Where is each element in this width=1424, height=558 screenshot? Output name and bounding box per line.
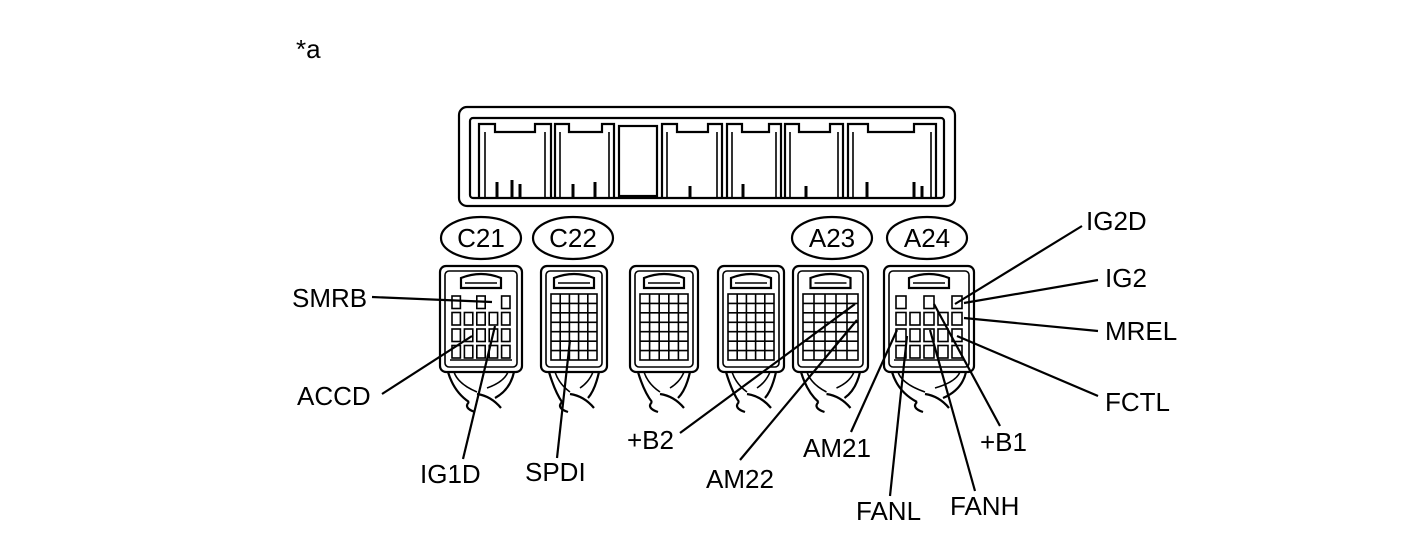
svg-text:A24: A24: [904, 223, 950, 253]
plug-c22: [539, 264, 609, 414]
leader-ig1d: [461, 325, 497, 460]
pin-label-am22: AM22: [706, 464, 774, 494]
leader-lines: [371, 225, 1099, 497]
leader-fanl: [888, 335, 909, 497]
leader-am21: [849, 329, 899, 433]
pin-label-am21: AM21: [803, 433, 871, 463]
pin-label-accd: ACCD: [297, 381, 371, 411]
pin-label-smrb: SMRB: [292, 283, 367, 313]
plug-a24: [882, 264, 976, 414]
tag-c21: C21: [439, 215, 523, 261]
pin-label-ig1d: IG1D: [420, 459, 481, 489]
pin-label-spdi: SPDI: [525, 457, 586, 487]
leader-b2: [679, 303, 856, 434]
plug-a23: [791, 264, 870, 414]
leader-fctl: [956, 334, 1099, 398]
ecu-socket-blank: [617, 124, 659, 198]
pin-labels: SMRB ACCD IG1D SPDI +B2 AM22 AM21 FANL F…: [292, 206, 1177, 526]
leader-ig2d: [954, 225, 1083, 305]
ecu-socket-3: [660, 122, 724, 197]
pin-label-b2: +B2: [627, 425, 674, 455]
pin-label-b1: +B1: [980, 427, 1027, 457]
ecu-socket-6: [846, 122, 938, 197]
svg-text:C22: C22: [549, 223, 597, 253]
tag-a23: A23: [790, 215, 874, 261]
ecu-socket-2: [553, 122, 616, 197]
pin-label-mrel: MREL: [1105, 316, 1177, 346]
plug-4: [716, 264, 786, 414]
ecu-socket-5: [783, 122, 845, 197]
leader-ig2: [963, 278, 1099, 305]
leader-accd: [381, 335, 473, 395]
svg-text:A23: A23: [809, 223, 855, 253]
pin-label-ig2d: IG2D: [1086, 206, 1147, 236]
leader-smrb: [371, 295, 493, 304]
leader-am22: [739, 319, 858, 461]
ecu-socket-4: [725, 122, 783, 197]
leader-mrel: [963, 316, 1099, 333]
ecu-housing: [457, 105, 957, 208]
leader-fanh: [928, 329, 977, 492]
figure-label: *a: [296, 34, 321, 64]
pin-label-ig2: IG2: [1105, 263, 1147, 293]
pin-label-fctl: FCTL: [1105, 387, 1170, 417]
leader-b1: [933, 303, 1001, 427]
plug-3: [628, 264, 700, 414]
tag-a24: A24: [885, 215, 969, 261]
leader-spdi: [555, 339, 572, 459]
tag-c22: C22: [531, 215, 615, 261]
svg-text:C21: C21: [457, 223, 505, 253]
pin-label-fanh: FANH: [950, 491, 1019, 521]
pin-label-fanl: FANL: [856, 496, 921, 526]
plug-c21: [438, 264, 524, 414]
ecu-socket-1: [477, 122, 553, 197]
